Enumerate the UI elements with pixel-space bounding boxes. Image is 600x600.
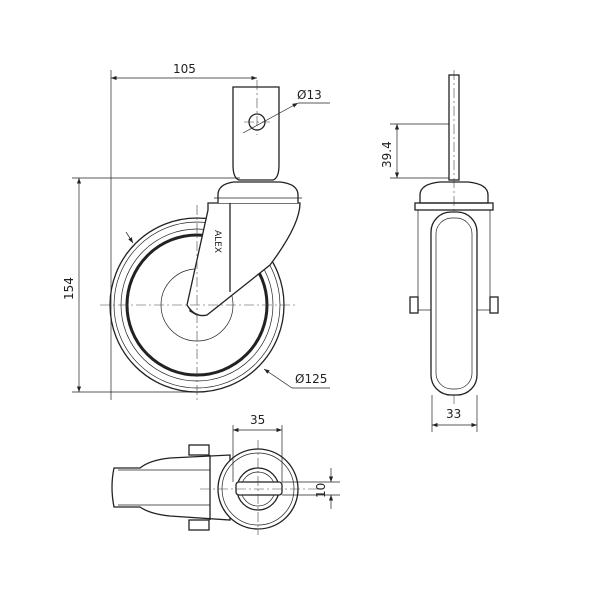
dim-stem-width: 35: [250, 413, 265, 427]
dim-hole-diameter: Ø13: [297, 88, 322, 102]
dim-wheel-diameter: Ø125: [295, 372, 327, 386]
side-view: 39.4 33: [380, 70, 499, 432]
dim-overall-height: 154: [62, 277, 76, 300]
swivel-fork: [186, 202, 301, 317]
stem: [232, 86, 280, 181]
front-view: ALEX 105 Ø13 154 Ø125: [62, 62, 330, 400]
swivel-plate: [217, 181, 299, 203]
dim-wheel-width: 33: [446, 407, 461, 421]
dim-overall-width: 105: [173, 62, 196, 76]
bottom-view: 35 10: [111, 413, 340, 535]
logo-text: ALEX: [212, 230, 222, 253]
dim-stem-height: 39.4: [380, 141, 394, 168]
dim-stem-thickness: 10: [314, 483, 328, 498]
